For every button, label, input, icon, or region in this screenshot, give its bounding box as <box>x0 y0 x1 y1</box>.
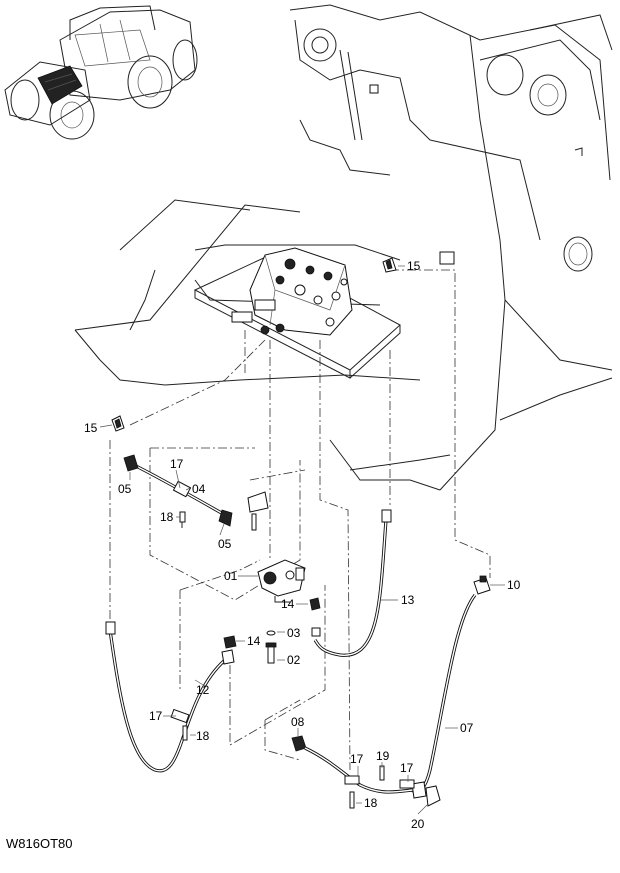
drawing-code: W816OT80 <box>6 836 73 851</box>
callout-12: 12 <box>196 683 210 697</box>
callout-15-upper: 15 <box>407 259 421 273</box>
callout-17-hose12: 17 <box>149 709 163 723</box>
hose-13 <box>313 509 392 657</box>
solenoid-valve-01 <box>257 559 306 603</box>
callout-14-right: 14 <box>281 597 295 611</box>
valve-mounting-plate <box>193 254 401 379</box>
callout-05-left: 05 <box>118 482 132 496</box>
callout-13: 13 <box>401 593 415 607</box>
fitting-15-lower <box>111 415 125 432</box>
fitting-15-upper <box>382 257 397 273</box>
callout-17-hose04: 17 <box>170 457 184 471</box>
fitting-10 <box>473 575 491 595</box>
callout-01: 01 <box>224 569 238 583</box>
callout-17-hose08: 17 <box>350 752 364 766</box>
hose-07 <box>410 594 477 794</box>
leader-lines <box>99 265 505 815</box>
callout-02: 02 <box>287 653 301 667</box>
callout-04: 04 <box>192 482 206 496</box>
callout-17-hose07: 17 <box>400 761 414 775</box>
callout-15-lower: 15 <box>84 421 98 435</box>
loader-frame <box>74 4 613 491</box>
callout-20: 20 <box>411 817 425 831</box>
callout-03: 03 <box>287 626 301 640</box>
callout-19: 19 <box>376 749 390 763</box>
loader-thumbnail <box>4 5 198 140</box>
callout-18-hose04: 18 <box>160 510 174 524</box>
hose-04-assembly <box>123 454 269 531</box>
fitting-14-right <box>309 597 321 637</box>
fitting-14-left <box>223 635 237 649</box>
callout-18-hose12: 18 <box>196 729 210 743</box>
callout-05-right: 05 <box>218 537 232 551</box>
callout-14-left: 14 <box>247 634 261 648</box>
hose-12 <box>105 621 235 773</box>
routing-lines <box>109 269 491 771</box>
callout-07: 07 <box>460 721 474 735</box>
callout-18-hose08: 18 <box>364 796 378 810</box>
washer-03 <box>266 630 276 636</box>
callout-labels: 15 15 17 04 05 05 18 01 14 03 02 14 13 1… <box>84 259 521 831</box>
callout-08: 08 <box>291 715 305 729</box>
callout-10: 10 <box>507 578 521 592</box>
bolt-02 <box>265 642 277 664</box>
hose-08-assembly <box>291 735 441 809</box>
control-valve <box>231 247 353 336</box>
